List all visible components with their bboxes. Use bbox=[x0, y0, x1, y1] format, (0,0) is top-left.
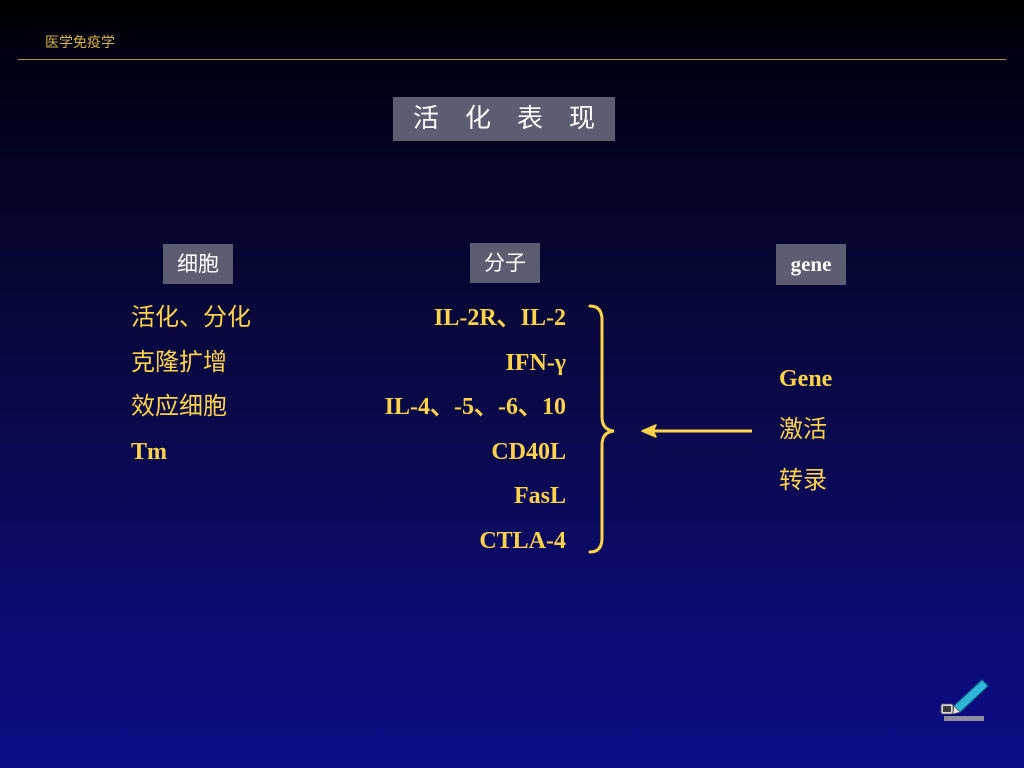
list-item: 克隆扩增 bbox=[131, 349, 227, 376]
list-item: 转录 bbox=[779, 468, 827, 494]
list-item: Gene bbox=[779, 366, 833, 392]
molecules-list: IL-2R、IL-2 IFN-γ IL-4、-5、-6、10 CD40L Fas… bbox=[300, 296, 566, 563]
list-item: IL-2R、IL-2 bbox=[433, 305, 566, 331]
list-item: 活化、分化 bbox=[131, 305, 251, 331]
slide-title: 活 化 表 现 bbox=[393, 97, 615, 141]
gene-list: Gene 激活 转录 bbox=[779, 354, 832, 507]
header-divider bbox=[18, 59, 1006, 60]
list-item: CD40L bbox=[491, 438, 566, 465]
header-text: 医学免疫学 bbox=[45, 36, 115, 51]
gene-label: gene bbox=[776, 244, 846, 285]
list-item: 激活 bbox=[779, 417, 827, 443]
list-item: FasL bbox=[513, 483, 566, 509]
molecules-label: 分子 bbox=[470, 243, 540, 283]
list-item: IFN-γ bbox=[505, 349, 566, 376]
pen-icon[interactable] bbox=[938, 676, 990, 726]
cells-list: 活化、分化 克隆扩增 效应细胞 Tm bbox=[131, 296, 251, 474]
list-item: Tm bbox=[131, 438, 167, 465]
right-brace-icon bbox=[588, 304, 615, 554]
left-arrow-icon bbox=[641, 424, 752, 438]
list-item: 效应细胞 bbox=[131, 394, 227, 420]
list-item: IL-4、-5、-6、10 bbox=[384, 394, 566, 420]
cells-label: 细胞 bbox=[163, 244, 233, 284]
list-item: CTLA-4 bbox=[479, 527, 566, 554]
